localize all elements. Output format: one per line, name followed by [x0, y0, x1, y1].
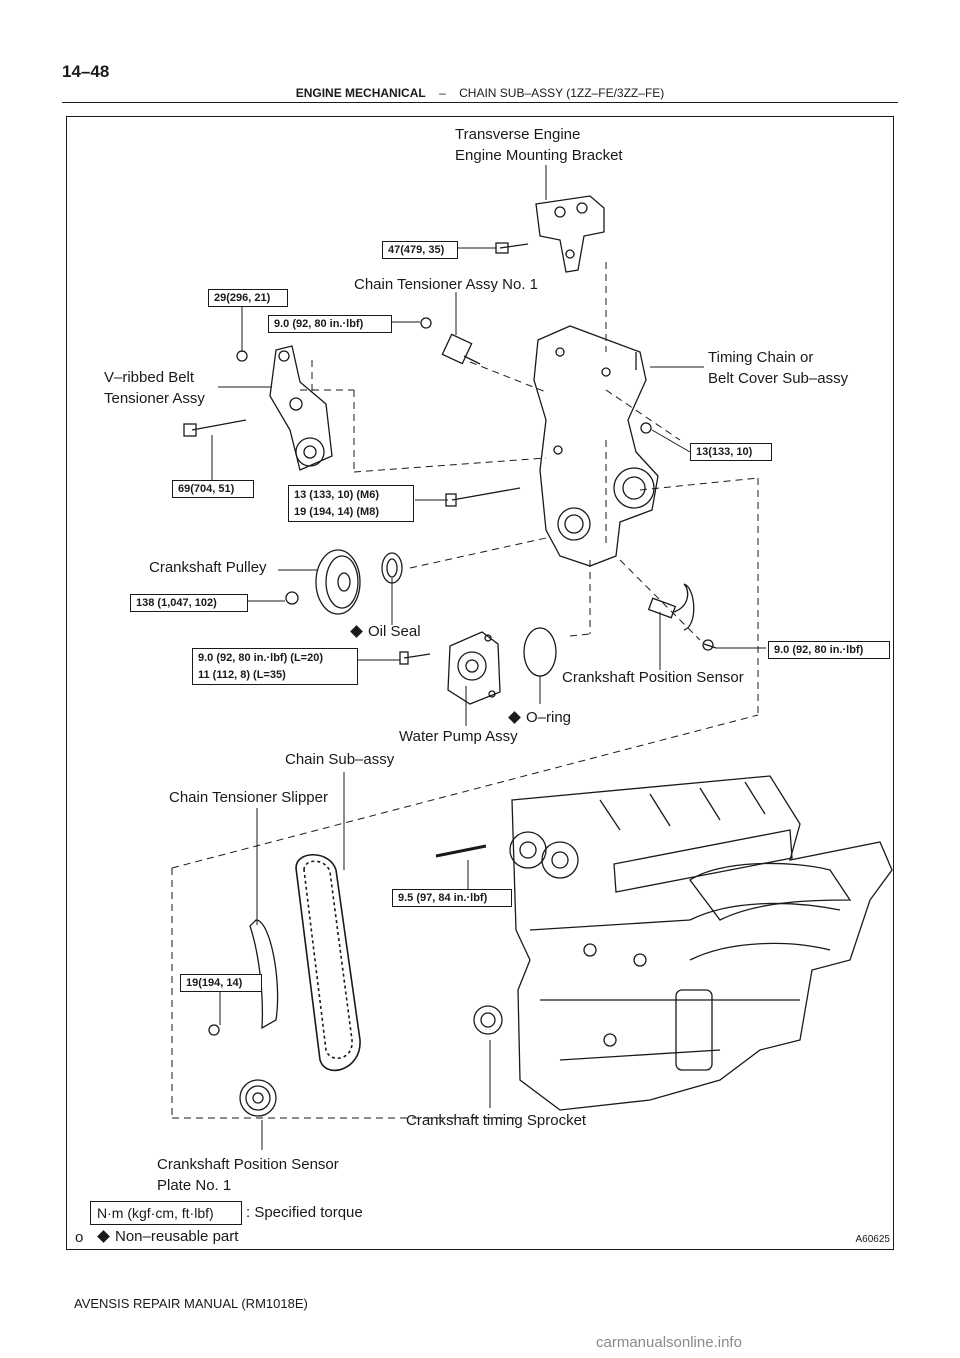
subsection-title: CHAIN SUB–ASSY (1ZZ–FE/3ZZ–FE) — [459, 86, 665, 100]
label-crank-sensor: Crankshaft Position Sensor — [562, 669, 744, 686]
label-water-pump: Water Pump Assy — [399, 728, 518, 745]
legend-nonreusable: Non–reusable part — [97, 1227, 238, 1247]
label-timing-cover-line1: Timing Chain or — [708, 349, 814, 366]
torque-box-sensor-bolt: 9.0 (92, 80 in.·lbf) — [768, 641, 890, 659]
torque-box-bracket: 47(479, 35) — [382, 241, 458, 259]
water-pump-drawing — [399, 627, 557, 705]
torque-box-pump-bolts: 9.0 (92, 80 in.·lbf) (L=20) 11 (112, 8) … — [192, 648, 358, 685]
label-mounting-bracket-line2: Engine Mounting Bracket — [455, 147, 623, 164]
torque-l20: 9.0 (92, 80 in.·lbf) (L=20) — [198, 652, 324, 664]
label-sensor-plate-line2: Plate No. 1 — [157, 1177, 232, 1194]
label-o-ring: O–ring — [508, 708, 571, 728]
label-sensor-plate-line1: Crankshaft Position Sensor — [157, 1156, 339, 1173]
mounting-bracket-drawing — [495, 195, 605, 273]
section-title: ENGINE MECHANICAL — [295, 86, 426, 100]
label-mounting-bracket-line1: Transverse Engine — [455, 126, 581, 143]
torque-box-pulley-bolt: 138 (1,047, 102) — [130, 594, 248, 612]
belt-tensioner-drawing — [183, 345, 333, 471]
slipper-drawing — [208, 919, 279, 1036]
torque-box-belt-tensioner-bolt: 29(296, 21) — [208, 289, 288, 307]
label-vribbed-line1: V–ribbed Belt — [104, 369, 195, 386]
nonreusable-icon — [97, 1229, 110, 1243]
legend-unit-text: : Specified torque — [246, 1204, 363, 1221]
engine-block-drawing — [509, 775, 893, 1111]
watermark: carmanualsonline.info — [596, 1334, 742, 1351]
torque-box-cover-bolts: 13 (133, 10) (M6) 19 (194, 14) (M8) — [288, 485, 414, 522]
label-oil-seal: Oil Seal — [350, 622, 421, 642]
page-header: ENGINE MECHANICAL – CHAIN SUB–ASSY (1ZZ–… — [0, 86, 960, 100]
label-chain-tensioner: Chain Tensioner Assy No. 1 — [354, 276, 538, 293]
torque-m8: 19 (194, 14) (M8) — [294, 506, 379, 518]
chain-tensioner-drawing — [420, 317, 481, 365]
label-crank-pulley: Crankshaft Pulley — [149, 559, 267, 576]
page-number: 14–48 — [62, 62, 110, 81]
crank-pulley-drawing — [285, 549, 403, 615]
torque-box-cover-nut: 13(133, 10) — [690, 443, 772, 461]
leader-lines — [211, 165, 766, 1150]
label-timing-cover-line2: Belt Cover Sub–assy — [708, 370, 849, 387]
label-crank-sprocket: Crankshaft timing Sprocket — [406, 1112, 587, 1129]
crank-sensor-drawing — [647, 583, 717, 651]
crank-sprocket-drawing — [473, 1005, 503, 1035]
label-slipper: Chain Tensioner Slipper — [169, 789, 328, 806]
assembly-dashed-lines — [171, 262, 759, 1119]
torque-m6: 13 (133, 10) (M6) — [294, 489, 379, 501]
torque-box-stud: 9.5 (97, 84 in.·lbf) — [392, 889, 512, 907]
figure-id: A60625 — [855, 1234, 890, 1245]
timing-chain-drawing — [295, 854, 361, 1072]
torque-box-slipper-bolt: 19(194, 14) — [180, 974, 262, 992]
nonreusable-icon — [350, 624, 363, 638]
diagram-frame — [66, 116, 894, 1250]
stud-bolt — [435, 844, 487, 858]
legend-bullet: o — [75, 1229, 84, 1246]
header-separator: – — [439, 86, 446, 100]
legend-unit-box: N·m (kgf·cm, ft·lbf) — [90, 1201, 242, 1225]
label-chain-sub: Chain Sub–assy — [285, 751, 395, 768]
nonreusable-icon — [508, 710, 521, 724]
label-vribbed-line2: Tensioner Assy — [104, 390, 205, 407]
torque-box-chain-tensioner: 9.0 (92, 80 in.·lbf) — [268, 315, 392, 333]
torque-l35: 11 (112, 8) (L=35) — [198, 669, 286, 681]
page-footer: AVENSIS REPAIR MANUAL (RM1018E) — [74, 1296, 308, 1311]
timing-cover-drawing — [445, 325, 659, 567]
sensor-plate-drawing — [239, 1079, 277, 1117]
torque-box-tensioner-bolt: 69(704, 51) — [172, 480, 254, 498]
header-rule — [62, 102, 898, 103]
